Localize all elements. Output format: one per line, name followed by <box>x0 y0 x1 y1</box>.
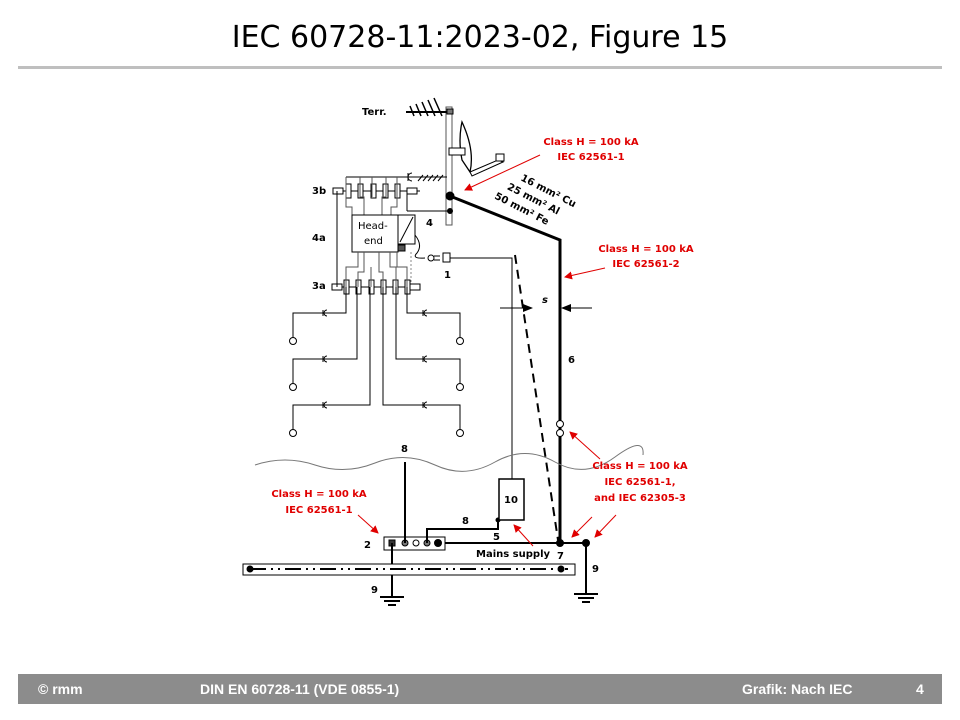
slide-title: IEC 60728-11:2023-02, Figure 15 <box>231 20 729 55</box>
foundation-earth-rail <box>242 563 576 576</box>
annotation-standard: IEC 62561-1, <box>604 477 675 488</box>
annotation-class-h: Class H = 100 kA <box>543 137 639 148</box>
connector-clamp <box>556 420 564 437</box>
label-8: 8 <box>462 516 469 527</box>
annotation-class-h: Class H = 100 kA <box>271 489 367 500</box>
footer-source: Grafik: Nach IEC <box>742 681 853 697</box>
headend-label: end <box>364 236 383 247</box>
earthing-conductor <box>346 172 562 540</box>
label-mains-supply: Mains supply <box>476 549 550 560</box>
footer-standard: DIN EN 60728-11 (VDE 0855-1) <box>200 681 400 697</box>
label-3a: 3a <box>312 281 326 292</box>
earth-symbol <box>574 593 598 603</box>
footer-bar: © rmm DIN EN 60728-11 (VDE 0855-1) Grafi… <box>18 674 942 704</box>
label-s: s <box>542 295 548 306</box>
annotation-standard: IEC 62561-1 <box>557 152 624 163</box>
label-9: 9 <box>371 585 378 596</box>
label-terrestrial: Terr. <box>362 107 387 118</box>
footer-copyright: © rmm <box>38 681 83 697</box>
annotation-standard: IEC 62561-1 <box>285 505 352 516</box>
annotation-class-h: Class H = 100 kA <box>598 244 694 255</box>
label-3b: 3b <box>312 186 326 197</box>
headend-label: Head- <box>358 221 388 232</box>
antenna-mast <box>406 97 454 226</box>
title-divider <box>18 66 942 69</box>
separation-line <box>514 254 559 541</box>
annotation-standard: and IEC 62305-3 <box>594 493 686 504</box>
label-1: 1 <box>444 270 451 281</box>
page-number: 4 <box>916 681 924 697</box>
equipotential-bar-3b <box>332 177 420 217</box>
distribution-outlets <box>289 287 464 437</box>
satellite-dish <box>448 119 505 177</box>
label-4a: 4a <box>312 233 326 244</box>
label-7: 7 <box>557 551 564 562</box>
annotation-class-h: Class H = 100 kA <box>592 461 688 472</box>
label-9: 9 <box>592 564 599 575</box>
annotation-standard: IEC 62561-2 <box>612 259 679 270</box>
label-8: 8 <box>401 444 408 455</box>
label-5: 5 <box>493 532 500 543</box>
ground-surface-line <box>254 445 644 472</box>
main-earthing-terminal <box>383 462 590 597</box>
earth-symbol <box>380 596 404 606</box>
headend <box>351 214 513 479</box>
label-2: 2 <box>364 540 371 551</box>
label-10: 10 <box>504 495 518 506</box>
label-6: 6 <box>568 355 575 366</box>
annotation-arrows <box>357 154 617 547</box>
label-4: 4 <box>426 218 433 229</box>
